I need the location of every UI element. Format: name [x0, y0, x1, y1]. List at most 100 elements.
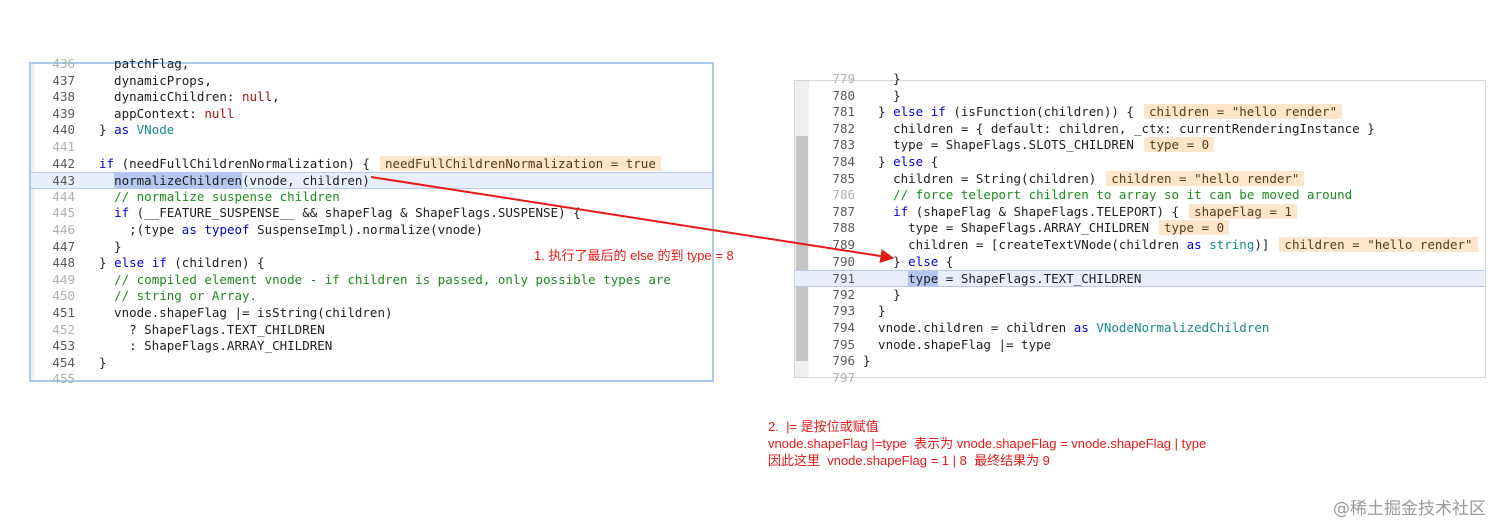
code-line-449[interactable]: 449 // compiled element vnode - if child… [31, 272, 712, 289]
code-line-436[interactable]: 436 patchFlag, [31, 56, 712, 73]
code-line-438[interactable]: 438 dynamicChildren: null, [31, 89, 712, 106]
code-text: } else if (isFunction(children)) {childr… [863, 104, 1343, 121]
code-text: } else if (children) { [99, 255, 265, 271]
code-text: } [863, 303, 886, 319]
code-line-439[interactable]: 439 appContext: null [31, 106, 712, 123]
code-text: children = { default: children, _ctx: cu… [863, 120, 1375, 136]
code-text: children = [createTextVNode(children as … [863, 237, 1478, 254]
code-line-787[interactable]: 787 if (shapeFlag & ShapeFlags.TELEPORT)… [795, 203, 1485, 221]
code-line-785[interactable]: 785 children = String(children)children … [795, 170, 1485, 188]
line-number: 447 [52, 238, 75, 254]
line-number: 784 [832, 154, 855, 169]
code-line-781[interactable]: 781 } else if (isFunction(children)) {ch… [795, 104, 1485, 121]
code-text: if (needFullChildrenNormalization) {need… [99, 155, 661, 173]
line-number: 780 [832, 87, 855, 103]
code-line-452[interactable]: 452 ? ShapeFlags.TEXT_CHILDREN [31, 322, 712, 339]
code-text: } [863, 353, 871, 369]
line-number: 788 [832, 220, 855, 236]
code-line-792[interactable]: 792 } [795, 287, 1485, 304]
inline-debug-value: children = "hello render" [1143, 104, 1343, 120]
code-line-453[interactable]: 453 : ShapeFlags.ARRAY_CHILDREN [31, 338, 712, 355]
code-line-447[interactable]: 447 } [31, 239, 712, 256]
line-number: 443 [52, 173, 75, 189]
code-line-451[interactable]: 451 vnode.shapeFlag |= isString(children… [31, 305, 712, 322]
line-number: 782 [832, 120, 855, 136]
code-line-450[interactable]: 450 // string or Array. [31, 288, 712, 305]
code-line-796[interactable]: 796} [795, 353, 1485, 370]
code-text: } [863, 286, 901, 302]
line-number: 436 [52, 56, 75, 71]
code-text: // string or Array. [114, 288, 258, 304]
line-number: 786 [832, 187, 855, 203]
code-text: } [863, 71, 901, 86]
inline-debug-value: shapeFlag = 1 [1189, 203, 1297, 219]
code-line-784[interactable]: 784 } else { [795, 154, 1485, 171]
code-line-448[interactable]: 448 } else if (children) { [31, 255, 712, 272]
note-bitwise-or-title: 2. |= 是按位或赋值 [768, 419, 879, 434]
line-number: 437 [52, 72, 75, 88]
code-text: normalizeChildren(vnode, children) [114, 173, 370, 189]
line-number: 790 [832, 253, 855, 269]
code-text: if (shapeFlag & ShapeFlags.TELEPORT) {sh… [863, 203, 1297, 221]
code-line-443[interactable]: 443 normalizeChildren(vnode, children) [31, 172, 712, 189]
line-number: 787 [832, 203, 855, 219]
line-number: 794 [832, 320, 855, 335]
code-editor-left: 436 patchFlag,437 dynamicProps,438 dynam… [29, 56, 714, 386]
code-line-442[interactable]: 442 if (needFullChildrenNormalization) {n… [31, 155, 712, 173]
line-number: 451 [52, 305, 75, 320]
line-number: 779 [832, 71, 855, 86]
code-line-793[interactable]: 793 } [795, 303, 1485, 320]
line-number: 453 [52, 338, 75, 354]
note-bitwise-or-expression: vnode.shapeFlag |=type 表示为 vnode.shapeFl… [768, 436, 1207, 451]
line-number: 448 [52, 255, 75, 271]
code-line-780[interactable]: 780 } [795, 88, 1485, 105]
code-text: patchFlag, [99, 56, 190, 71]
code-line-446[interactable]: 446 ;(type as typeof SuspenseImpl).norma… [31, 222, 712, 239]
code-text: appContext: null [99, 105, 235, 121]
code-line-791[interactable]: 791 type = ShapeFlags.TEXT_CHILDREN [795, 270, 1485, 287]
watermark: @稀土掘金技术社区 [1333, 499, 1486, 519]
code-line-779[interactable]: 779 } [795, 71, 1485, 88]
line-number: 442 [52, 155, 75, 171]
line-number: 783 [832, 137, 855, 153]
code-text: ? ShapeFlags.TEXT_CHILDREN [99, 321, 325, 337]
code-text: } [99, 238, 122, 254]
line-number: 789 [832, 237, 855, 252]
code-text: } else { [863, 253, 954, 269]
line-number: 791 [832, 271, 855, 287]
line-number: 438 [52, 89, 75, 105]
code-text: } [863, 87, 901, 103]
code-text: vnode.shapeFlag |= type [863, 336, 1052, 352]
code-line-445[interactable]: 445 if (__FEATURE_SUSPENSE__ && shapeFla… [31, 205, 712, 222]
code-line-440[interactable]: 440 } as VNode [31, 122, 712, 139]
line-number: 795 [832, 336, 855, 352]
code-line-786[interactable]: 786 // force teleport children to array … [795, 187, 1485, 204]
code-line-454[interactable]: 454} [31, 355, 712, 372]
line-number: 781 [832, 104, 855, 120]
code-text: } as VNode [99, 122, 175, 138]
code-line-441[interactable]: 441 [31, 139, 712, 156]
line-number: 444 [52, 188, 75, 204]
code-text: dynamicProps, [99, 72, 212, 88]
code-line-437[interactable]: 437 dynamicProps, [31, 73, 712, 90]
code-line-444[interactable]: 444 // normalize suspense children [31, 189, 712, 206]
code-line-790[interactable]: 790 } else { [795, 254, 1485, 271]
code-line-795[interactable]: 795 vnode.shapeFlag |= type [795, 337, 1485, 354]
code-line-782[interactable]: 782 children = { default: children, _ctx… [795, 121, 1485, 138]
editor-gutter [31, 64, 35, 380]
code-line-797[interactable]: 797 [795, 370, 1485, 387]
inline-debug-value: children = "hello render" [1106, 170, 1305, 186]
code-text: // normalize suspense children [114, 188, 340, 204]
code-text: dynamicChildren: null, [99, 89, 280, 105]
code-line-789[interactable]: 789 children = [createTextVNode(children… [795, 237, 1485, 254]
line-number: 440 [52, 122, 75, 138]
code-line-794[interactable]: 794 vnode.children = children as VNodeNo… [795, 320, 1485, 337]
code-line-455[interactable]: 455 [31, 371, 712, 388]
line-number: 455 [52, 371, 75, 387]
line-number: 793 [832, 303, 855, 319]
code-text: if (__FEATURE_SUSPENSE__ && shapeFlag & … [114, 205, 581, 221]
code-text: children = String(children)children = "h… [863, 170, 1305, 188]
